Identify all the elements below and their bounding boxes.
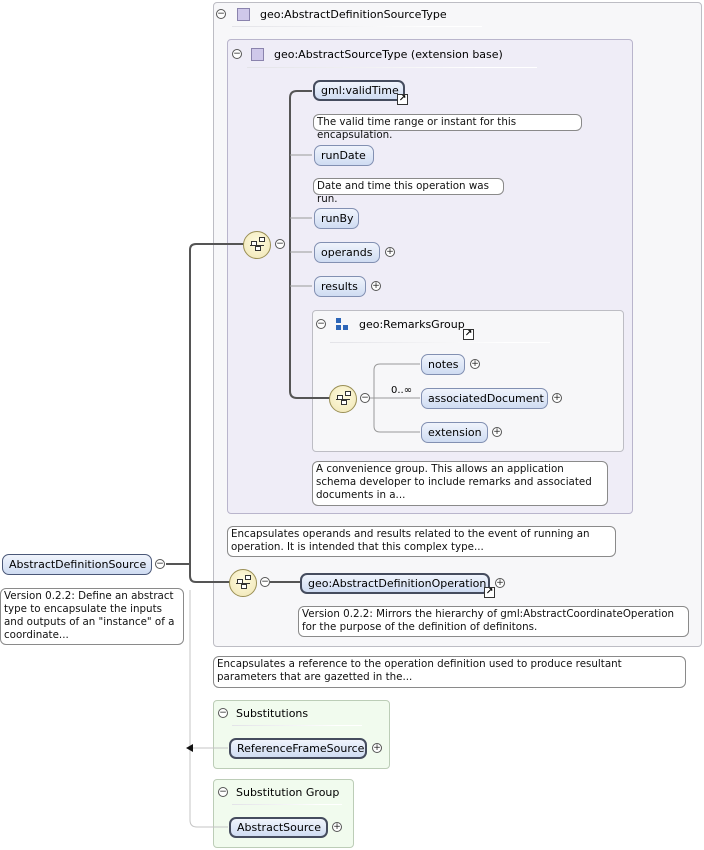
collapse-icon[interactable]: − bbox=[218, 787, 228, 797]
divider bbox=[232, 26, 482, 27]
substitution-group-title: Substitution Group bbox=[236, 786, 340, 799]
expand-icon[interactable]: + bbox=[552, 393, 562, 403]
base-type-doc: Encapsulates operands and results relate… bbox=[227, 526, 616, 557]
divider bbox=[232, 804, 342, 805]
sequence-compositor-icon[interactable] bbox=[329, 385, 357, 413]
element-label: AbstractSource bbox=[237, 821, 321, 834]
remarks-group-title: geo:RemarksGroup bbox=[359, 318, 465, 331]
element-associateddocument[interactable]: associatedDocument bbox=[421, 388, 548, 409]
element-runby[interactable]: runBy bbox=[314, 208, 359, 229]
element-doc: Date and time this operation was run. bbox=[313, 178, 504, 205]
element-label: associatedDocument bbox=[428, 392, 544, 405]
element-label: extension bbox=[428, 426, 482, 439]
element-referenceframesource[interactable]: ReferenceFrameSource bbox=[229, 738, 367, 759]
element-label: gml:validTime bbox=[321, 84, 399, 97]
element-rundate[interactable]: runDate bbox=[314, 145, 374, 166]
complex-type-icon bbox=[237, 8, 250, 21]
element-label: ReferenceFrameSource bbox=[237, 742, 365, 755]
reference-arrow-icon[interactable]: ↗ bbox=[397, 94, 408, 105]
collapse-icon[interactable]: − bbox=[316, 319, 326, 329]
element-abstract-definition-operation[interactable]: geo:AbstractDefinitionOperation bbox=[300, 573, 490, 594]
divider bbox=[247, 67, 537, 68]
collapse-icon[interactable]: − bbox=[275, 239, 285, 249]
expand-icon[interactable]: + bbox=[371, 281, 381, 291]
substitutions-title: Substitutions bbox=[236, 707, 309, 720]
type-doc: Encapsulates a reference to the operatio… bbox=[213, 656, 686, 688]
element-results[interactable]: results bbox=[314, 276, 366, 297]
root-element-label: AbstractDefinitionSource bbox=[9, 558, 147, 571]
collapse-icon[interactable]: − bbox=[218, 708, 228, 718]
expand-icon[interactable]: + bbox=[332, 822, 342, 832]
expand-icon[interactable]: + bbox=[492, 427, 502, 437]
element-extension[interactable]: extension bbox=[421, 422, 488, 443]
sequence-compositor-icon[interactable] bbox=[229, 569, 257, 597]
group-icon bbox=[335, 317, 349, 331]
collapse-icon[interactable]: − bbox=[232, 49, 242, 59]
divider bbox=[330, 342, 550, 343]
element-abstractsource[interactable]: AbstractSource bbox=[229, 817, 328, 838]
base-panel-title: geo:AbstractSourceType (extension base) bbox=[274, 48, 503, 61]
element-operands[interactable]: operands bbox=[314, 242, 380, 263]
element-label: geo:AbstractDefinitionOperation bbox=[308, 577, 487, 590]
element-label: runDate bbox=[321, 149, 366, 162]
element-label: operands bbox=[321, 246, 373, 259]
element-doc: The valid time range or instant for this… bbox=[313, 114, 582, 141]
collapse-icon[interactable]: − bbox=[360, 393, 370, 403]
root-element[interactable]: AbstractDefinitionSource bbox=[2, 554, 152, 575]
sequence-compositor-icon[interactable] bbox=[243, 231, 271, 259]
occurrence-label: 0..∞ bbox=[391, 385, 413, 396]
collapse-icon[interactable]: − bbox=[216, 9, 226, 19]
element-label: results bbox=[321, 280, 358, 293]
reference-arrow-icon[interactable]: ↗ bbox=[484, 587, 495, 598]
expand-icon[interactable]: + bbox=[470, 359, 480, 369]
reference-arrow-icon[interactable]: ↗ bbox=[463, 329, 474, 340]
expand-icon[interactable]: + bbox=[385, 247, 395, 257]
collapse-icon[interactable]: − bbox=[155, 559, 165, 569]
element-label: notes bbox=[428, 358, 459, 371]
collapse-icon[interactable]: − bbox=[260, 577, 270, 587]
operation-doc: Version 0.2.2: Mirrors the hierarchy of … bbox=[298, 606, 689, 637]
element-validtime[interactable]: gml:validTime bbox=[313, 80, 405, 101]
complex-type-icon bbox=[251, 48, 264, 61]
divider bbox=[232, 725, 362, 726]
remarks-group-doc: A convenience group. This allows an appl… bbox=[312, 461, 608, 506]
type-panel-title: geo:AbstractDefinitionSourceType bbox=[260, 8, 447, 21]
element-notes[interactable]: notes bbox=[421, 354, 465, 375]
root-doc: Version 0.2.2: Define an abstract type t… bbox=[0, 588, 184, 645]
expand-icon[interactable]: + bbox=[372, 743, 382, 753]
element-label: runBy bbox=[321, 212, 354, 225]
expand-icon[interactable]: + bbox=[495, 578, 505, 588]
